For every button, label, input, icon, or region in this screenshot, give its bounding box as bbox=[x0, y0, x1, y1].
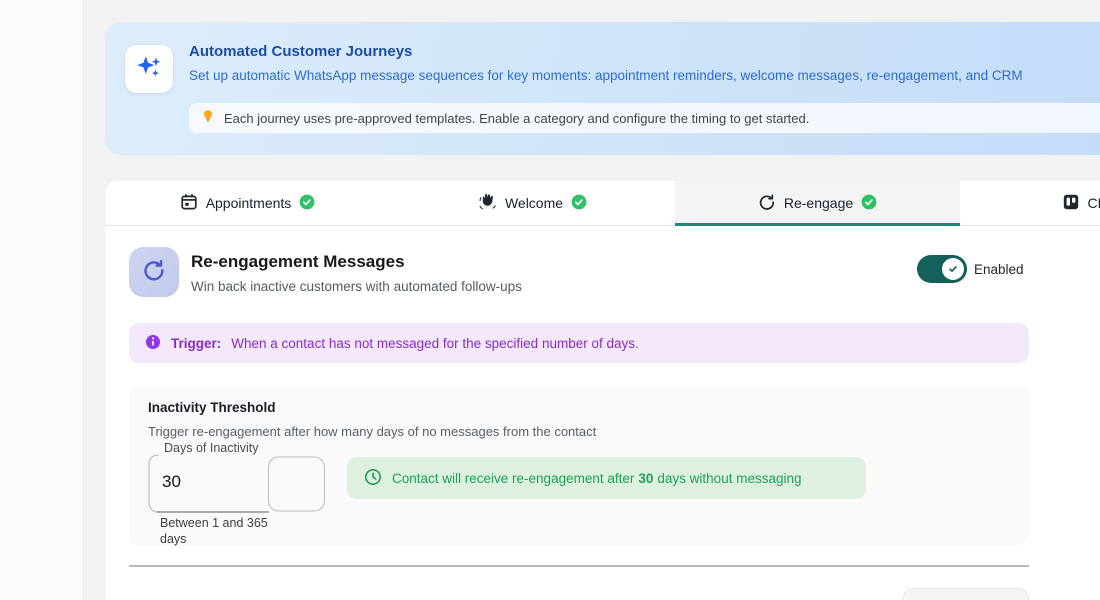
field-outline bbox=[148, 454, 326, 513]
section-icon-box bbox=[129, 247, 179, 297]
banner-subtitle: Set up automatic WhatsApp message sequen… bbox=[189, 68, 1023, 83]
inactivity-threshold-card: Inactivity Threshold Trigger re-engageme… bbox=[129, 386, 1029, 546]
re-engage-panel: Re-engagement Messages Win back inactive… bbox=[105, 226, 1100, 600]
field-label: Days of Inactivity bbox=[160, 441, 263, 455]
tab-label: Re-engage bbox=[783, 195, 854, 211]
sidebar-edge bbox=[0, 0, 84, 600]
tab-appointments[interactable]: Appointments bbox=[105, 181, 390, 225]
enabled-toggle-row: Enabled bbox=[917, 255, 1024, 283]
note-text: Contact will receive re-engagement after… bbox=[392, 471, 801, 486]
field-helper-text: Between 1 and 365 days bbox=[160, 516, 268, 547]
section-title: Re-engagement Messages bbox=[191, 252, 405, 271]
re-engagement-note: Contact will receive re-engagement after… bbox=[347, 457, 866, 499]
card-description: Trigger re-engagement after how many day… bbox=[148, 424, 597, 439]
clock-icon bbox=[364, 468, 382, 489]
automated-journeys-banner: Automated Customer Journeys Set up autom… bbox=[105, 22, 1100, 155]
tab-label: CRM bbox=[1087, 195, 1100, 211]
section-subtitle: Win back inactive customers with automat… bbox=[191, 279, 522, 294]
kanban-icon bbox=[1062, 193, 1080, 214]
tab-label: Welcome bbox=[504, 195, 564, 211]
trigger-info-box: Trigger: When a contact has not messaged… bbox=[129, 323, 1029, 363]
note-suffix: days without messaging bbox=[657, 470, 802, 486]
journey-tabbar: Appointments Welcome bbox=[105, 181, 1100, 226]
days-of-inactivity-field[interactable]: Days of Inactivity 30 bbox=[148, 441, 333, 518]
note-value: 30 bbox=[638, 470, 654, 486]
calendar-icon bbox=[180, 193, 198, 214]
enabled-toggle[interactable] bbox=[917, 255, 967, 283]
card-title: Inactivity Threshold bbox=[148, 400, 276, 415]
toggle-knob bbox=[942, 258, 964, 280]
section-divider bbox=[129, 565, 1029, 567]
tab-welcome[interactable]: Welcome bbox=[390, 181, 675, 225]
note-prefix: Contact will receive re-engagement after bbox=[392, 470, 635, 486]
banner-icon-box bbox=[125, 45, 173, 93]
banner-tip-box: Each journey uses pre-approved templates… bbox=[189, 103, 1100, 133]
field-value[interactable]: 30 bbox=[162, 472, 181, 491]
tab-label: Appointments bbox=[205, 195, 292, 211]
bottom-action-button[interactable] bbox=[903, 588, 1029, 600]
refresh-icon bbox=[758, 193, 776, 214]
wave-hand-icon bbox=[478, 192, 497, 214]
tab-crm[interactable]: CRM bbox=[960, 181, 1100, 225]
enabled-check-icon bbox=[861, 194, 877, 213]
info-icon bbox=[145, 334, 161, 353]
banner-tip-text: Each journey uses pre-approved templates… bbox=[224, 110, 810, 126]
enabled-check-icon bbox=[571, 194, 587, 213]
tab-re-engage[interactable]: Re-engage bbox=[675, 181, 960, 226]
active-tab-indicator bbox=[675, 223, 960, 226]
enabled-check-icon bbox=[299, 194, 315, 213]
refresh-icon bbox=[142, 258, 166, 287]
banner-title: Automated Customer Journeys bbox=[189, 43, 413, 60]
trigger-label: Trigger: bbox=[171, 335, 222, 351]
lightbulb-icon bbox=[201, 109, 215, 127]
sparkles-icon bbox=[134, 52, 164, 87]
trigger-text: When a contact has not messaged for the … bbox=[231, 335, 639, 351]
toggle-label: Enabled bbox=[974, 261, 1024, 277]
